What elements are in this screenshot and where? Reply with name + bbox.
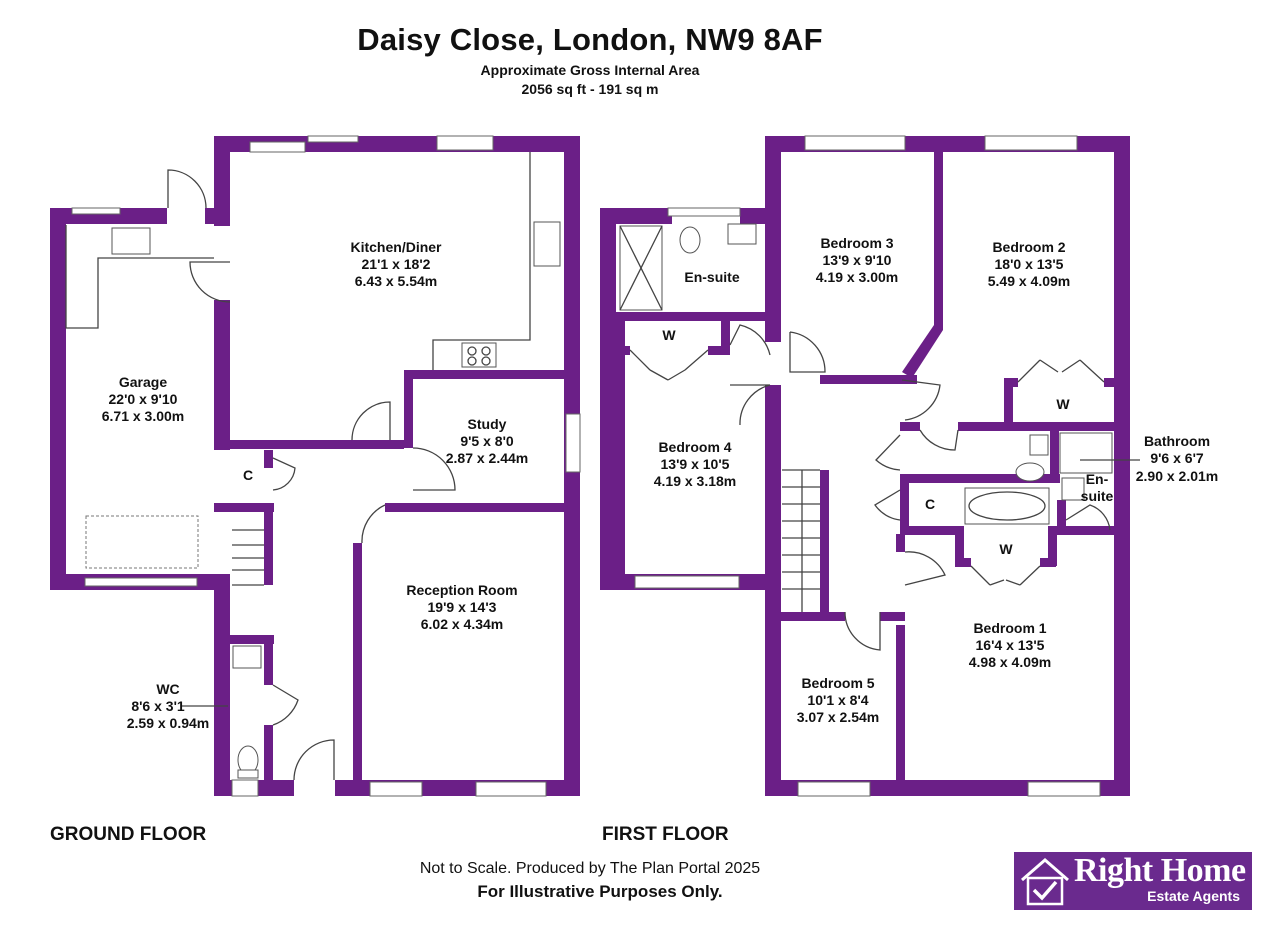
study-imperial: 9'5 x 8'0 [460, 433, 514, 449]
wc-name: WC [156, 681, 179, 697]
bedroom2-name: Bedroom 2 [992, 239, 1065, 255]
house-check-icon [1021, 858, 1069, 906]
garage-name: Garage [119, 374, 167, 390]
bedroom3-imperial: 13'9 x 9'10 [823, 252, 892, 268]
bedroom4-metric: 4.19 x 3.18m [654, 473, 737, 489]
ground-floor-label: GROUND FLOOR [50, 824, 207, 845]
bedroom2-metric: 5.49 x 4.09m [988, 273, 1071, 289]
ground-floor-plan [50, 135, 581, 797]
area-label: Approximate Gross Internal Area [480, 62, 700, 78]
logo-tagline: Estate Agents [1147, 888, 1240, 904]
bathroom-imperial: 9'6 x 6'7 [1150, 450, 1204, 466]
study-metric: 2.87 x 2.44m [446, 450, 529, 466]
wardrobe-label: W [1056, 396, 1070, 412]
scale-note: Not to Scale. Produced by The Plan Porta… [419, 860, 761, 877]
wardrobe-label: W [662, 327, 676, 343]
first-floor-plan [600, 135, 1140, 797]
reception-name: Reception Room [406, 582, 517, 598]
bedroom5-name: Bedroom 5 [801, 675, 874, 691]
bathroom-metric: 2.90 x 2.01m [1136, 468, 1219, 484]
ensuite-side-line2: suite [1081, 488, 1114, 504]
bedroom3-metric: 4.19 x 3.00m [816, 269, 899, 285]
wall [50, 208, 66, 590]
area-value: 2056 sq ft - 191 sq m [521, 81, 659, 97]
garage-metric: 6.71 x 3.00m [102, 408, 185, 424]
bedroom5-metric: 3.07 x 2.54m [797, 709, 880, 725]
kitchen-name: Kitchen/Diner [350, 239, 442, 255]
logo-brand: Right Home [1074, 852, 1246, 889]
reception-imperial: 19'9 x 14'3 [428, 599, 497, 615]
bathroom-name: Bathroom [1144, 433, 1210, 449]
bedroom3-name: Bedroom 3 [820, 235, 893, 251]
bedroom1-name: Bedroom 1 [973, 620, 1046, 636]
reception-metric: 6.02 x 4.34m [421, 616, 504, 632]
ensuite-name: En-suite [684, 269, 739, 285]
bedroom5-imperial: 10'1 x 8'4 [807, 692, 868, 708]
kitchen-metric: 6.43 x 5.54m [355, 273, 438, 289]
plan-title: Daisy Close, London, NW9 8AF [357, 22, 823, 57]
first-floor-label: FIRST FLOOR [602, 824, 729, 845]
wc-metric: 2.59 x 0.94m [127, 715, 210, 731]
cupboard-label: C [243, 467, 253, 483]
disclaimer: For Illustrative Purposes Only. [477, 882, 723, 901]
right-home-logo: Right Home Estate Agents [1014, 852, 1252, 910]
ensuite-side-line1: En- [1086, 471, 1109, 487]
bedroom2-imperial: 18'0 x 13'5 [995, 256, 1064, 272]
kitchen-imperial: 21'1 x 18'2 [362, 256, 431, 272]
wardrobe-label: W [999, 541, 1013, 557]
study-name: Study [468, 416, 507, 432]
cupboard-label: C [925, 496, 935, 512]
bedroom1-metric: 4.98 x 4.09m [969, 654, 1052, 670]
bedroom1-imperial: 16'4 x 13'5 [976, 637, 1045, 653]
bedroom4-name: Bedroom 4 [658, 439, 731, 455]
garage-imperial: 22'0 x 9'10 [109, 391, 178, 407]
wc-imperial: 8'6 x 3'1 [131, 698, 185, 714]
bedroom4-imperial: 13'9 x 10'5 [661, 456, 730, 472]
